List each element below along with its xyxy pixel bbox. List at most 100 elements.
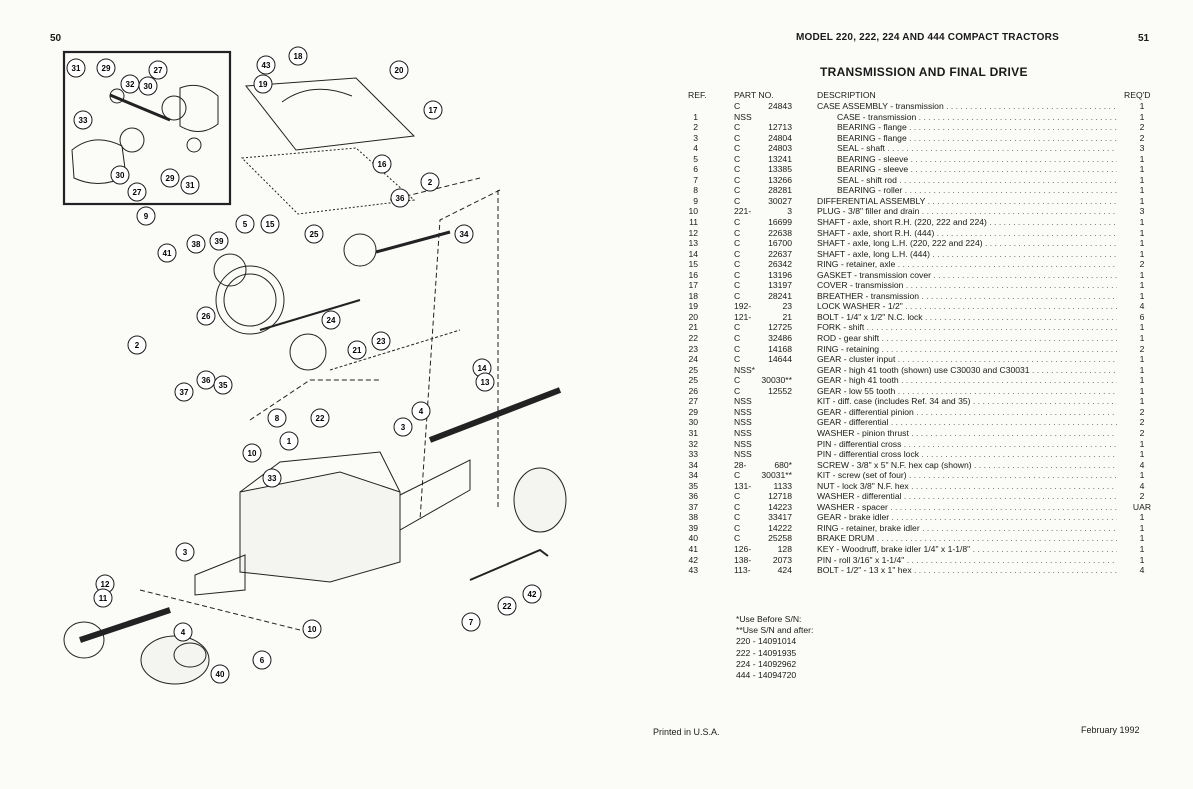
description-text: BRAKE DRUM [817, 533, 875, 544]
part-number-cell: 1133 [773, 480, 792, 491]
part-prefix-cell: C [734, 333, 741, 344]
qty-cell: 1 [1139, 438, 1145, 449]
ref-cell: 40 [688, 533, 698, 544]
description-text: WASHER - spacer [817, 501, 888, 512]
part-prefix-cell: NSS [734, 438, 752, 449]
callout-number: 33 [79, 116, 88, 125]
leader-dots: . . . . . . . . . . . . . . . . . . . . … [899, 174, 1117, 185]
callout-number: 4 [419, 407, 424, 416]
leader-dots: . . . . . . . . . . . . . . . . . . . . … [876, 533, 1117, 544]
part-number-cell: 24843 [768, 101, 792, 111]
qty-cell: UAR [1132, 501, 1152, 512]
qty-cell: 1 [1139, 185, 1145, 196]
callout-number: 43 [262, 61, 271, 70]
description-cell: GEAR - differential . . . . . . . . . . … [817, 417, 1117, 428]
callout-number: 2 [428, 178, 433, 187]
part-number-cell: 28281 [768, 185, 792, 196]
part-number-cell: 3 [787, 206, 792, 217]
table-header: REF. PART NO. DESCRIPTION REQ'D [676, 90, 1160, 101]
part-number-cell: 21 [782, 311, 792, 322]
description-cell: PIN - roll 3/16" x 1-1/4" . . . . . . . … [817, 555, 1117, 566]
description-text: SEAL - shaft [837, 143, 885, 154]
qty-cell: 1 [1139, 111, 1145, 122]
description-text: KEY - Woodruff, brake idler 1/4" x 1-1/8… [817, 543, 971, 554]
callout-bubble: 9 [136, 206, 156, 226]
printed-in-footer: Printed in U.S.A. [653, 727, 720, 737]
qty-cell: 1 [1139, 396, 1145, 407]
part-prefix-cell: C [734, 153, 741, 164]
description-cell: SHAFT - axle, short R.H. (220, 222 and 2… [817, 217, 1117, 228]
callout-number: 34 [460, 230, 469, 239]
qty-cell: 1 [1139, 164, 1145, 175]
ref-cell: 29 [688, 406, 698, 417]
ref-cell: 42 [688, 554, 698, 565]
callout-bubble: 2 [420, 172, 440, 192]
ref-cell: 43 [688, 565, 698, 576]
leader-dots: . . . . . . . . . . . . . . . . . . . . … [905, 301, 1117, 312]
part-prefix-cell: C [734, 164, 741, 175]
description-cell: GASKET - transmission cover . . . . . . … [817, 270, 1117, 281]
description-cell: NUT - lock 3/8" N.F. hex . . . . . . . .… [817, 481, 1117, 492]
description-cell: BREATHER - transmission . . . . . . . . … [817, 291, 1117, 302]
model-title: MODEL 220, 222, 224 AND 444 COMPACT TRAC… [796, 32, 1059, 43]
qty-cell: 1 [1139, 543, 1145, 554]
callout-bubble: 22 [497, 596, 517, 616]
callout-bubble: 21 [347, 340, 367, 360]
part-prefix-cell: C [734, 122, 741, 133]
part-number-cell: 30031** [761, 470, 792, 481]
pinion-gear-b [186, 137, 202, 153]
callout-number: 7 [469, 618, 474, 627]
part-prefix-cell: C [734, 354, 741, 365]
description-cell: PIN - differential cross . . . . . . . .… [817, 439, 1117, 450]
callout-bubble: 26 [196, 306, 216, 326]
callout-bubble: 3 [393, 417, 413, 437]
callout-number: 9 [144, 212, 149, 221]
ref-cell: 3 [693, 132, 698, 143]
qty-cell: 1 [1139, 522, 1145, 533]
qty-cell: 2 [1139, 406, 1145, 417]
ref-cell: 31 [688, 427, 698, 438]
leader-dots: . . . . . . . . . . . . . . . . . . . . … [910, 153, 1117, 164]
description-text: PLUG - 3/8" filler and drain [817, 206, 920, 217]
inset-frame [62, 50, 232, 206]
note-before: *Use Before S/N: [736, 614, 802, 624]
description-cell: CASE ASSEMBLY - transmission . . . . . .… [817, 101, 1117, 112]
header-ref: REF. [688, 90, 707, 100]
part-number-cell: 28241 [768, 290, 792, 301]
callout-bubble: 35 [213, 375, 233, 395]
callout-bubble: 31 [66, 58, 86, 78]
flange-right [513, 467, 567, 533]
callout-number: 27 [154, 66, 163, 75]
qty-cell: 1 [1139, 153, 1145, 164]
description-cell: GEAR - high 41 tooth (shown) use C30030 … [817, 365, 1117, 376]
description-cell: SHAFT - axle, long L.H. (220, 222 and 22… [817, 238, 1117, 249]
callout-bubble: 24 [321, 310, 341, 330]
part-prefix-cell: 138- [734, 554, 752, 565]
callout-number: 26 [202, 312, 211, 321]
qty-cell: 2 [1139, 259, 1145, 270]
part-prefix-cell: 28- [734, 459, 747, 470]
callout-number: 36 [396, 194, 405, 203]
qty-cell: 1 [1139, 290, 1145, 301]
description-text: GEAR - cluster input [817, 354, 896, 365]
description-cell: BOLT - 1/2" - 13 x 1" hex . . . . . . . … [817, 565, 1117, 576]
leader-dots: . . . . . . . . . . . . . . . . . . . . … [897, 259, 1117, 270]
callout-bubble: 36 [196, 370, 216, 390]
description-text: COVER - transmission [817, 280, 904, 291]
leader-dots: . . . . . . . . . . . . . . . . . . . . … [910, 164, 1117, 175]
part-prefix-cell: C [734, 259, 741, 270]
description-text: SHAFT - axle, long L.H. (444) [817, 248, 931, 259]
callout-number: 16 [378, 160, 387, 169]
part-prefix-cell: C [734, 174, 741, 185]
qty-cell: 1 [1139, 354, 1145, 365]
part-number-cell: 13266 [768, 174, 792, 185]
leader-dots: . . . . . . . . . . . . . . . . . . . . … [921, 206, 1117, 217]
